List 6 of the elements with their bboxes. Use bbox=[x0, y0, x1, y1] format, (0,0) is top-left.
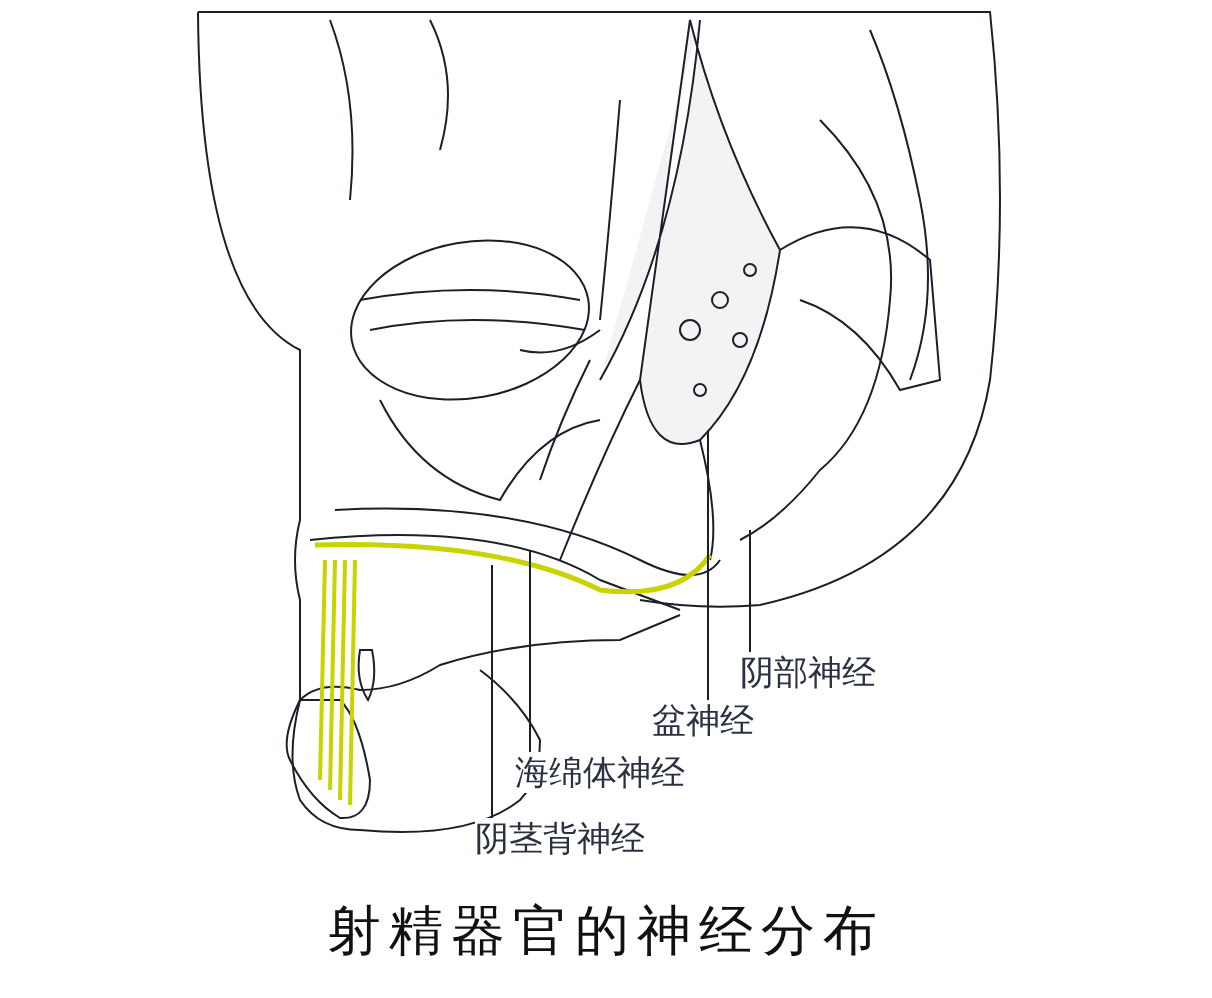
leader-line bbox=[707, 429, 709, 703]
leader-line bbox=[749, 529, 751, 655]
leader-line bbox=[529, 549, 531, 755]
figure-caption: 射精器官的神经分布 bbox=[326, 898, 886, 964]
part-label: 海绵体神经 bbox=[515, 752, 685, 793]
leader-line bbox=[491, 564, 493, 821]
